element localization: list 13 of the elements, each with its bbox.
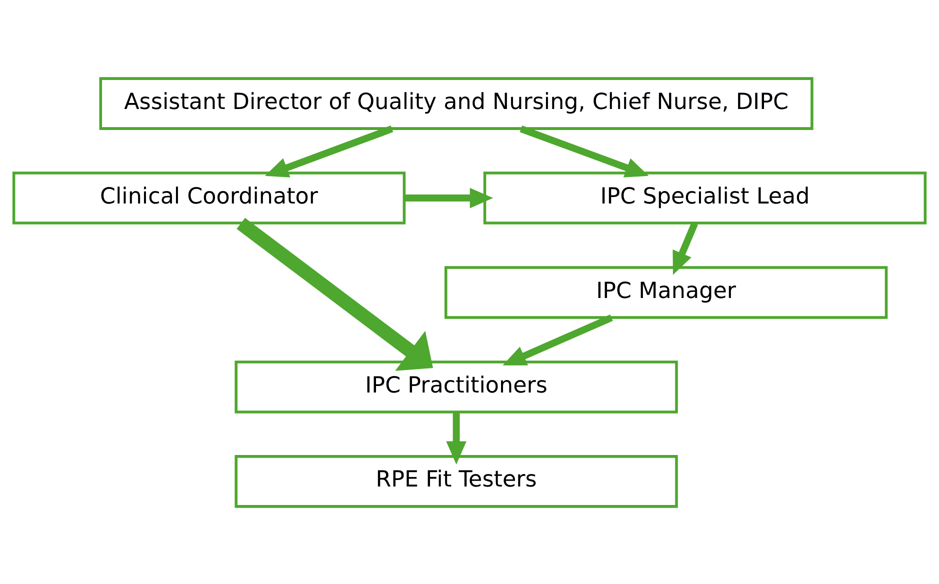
node-box: IPC Practitioners <box>234 360 678 413</box>
node-box: IPC Manager <box>444 266 888 318</box>
arrow <box>264 125 394 177</box>
arrow <box>520 125 649 177</box>
node-box: IPC Specialist Lead <box>483 171 927 224</box>
arrow <box>502 314 613 365</box>
node-box: Clinical Coordinator <box>12 171 406 224</box>
node-box: RPE Fit Testers <box>234 454 678 508</box>
arrow <box>236 217 434 370</box>
arrow <box>672 222 698 274</box>
arrow <box>404 187 494 208</box>
node-box: Assistant Director of Quality and Nursing, Chief Nurse, DIPC <box>99 76 814 130</box>
arrow <box>446 412 466 464</box>
